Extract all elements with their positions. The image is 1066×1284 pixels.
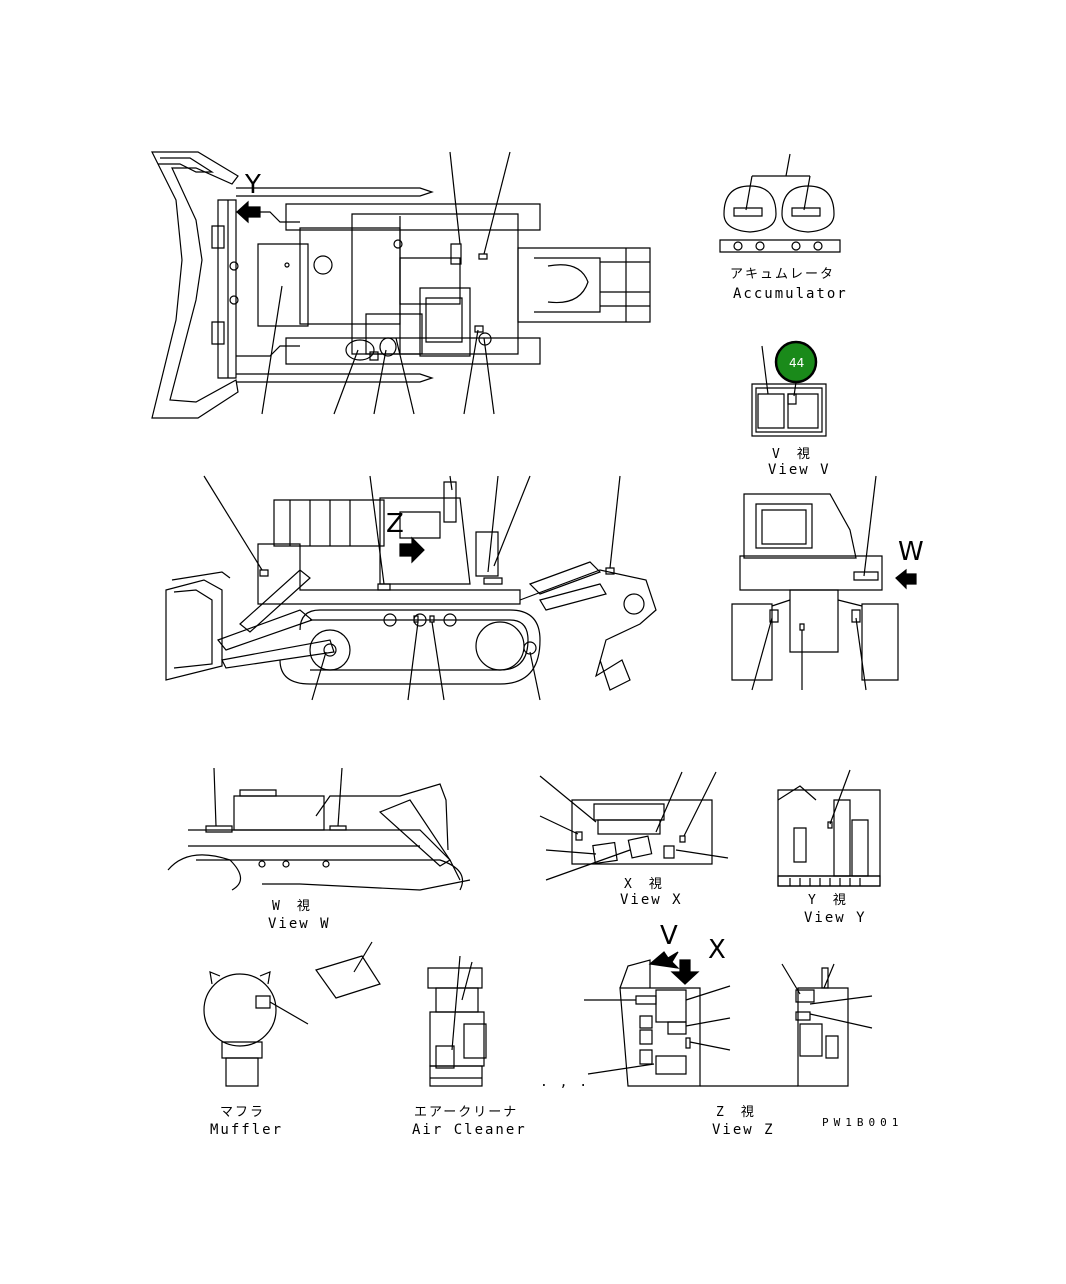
air-cleaner-drawing bbox=[428, 956, 486, 1086]
muffler-label-jp: マフラ bbox=[220, 1105, 265, 1120]
accumulator-label-en: Accumulator bbox=[733, 286, 848, 302]
view-v-label-en: View V bbox=[768, 462, 831, 478]
view-y-label-en: View Y bbox=[804, 910, 867, 926]
view-letter-x: X bbox=[708, 935, 726, 965]
view-y-label-jp: Y 視 bbox=[808, 893, 848, 908]
muffler-drawing bbox=[204, 942, 380, 1086]
air-cleaner-label-jp: エアークリーナ bbox=[414, 1105, 518, 1120]
accumulator-label-jp: アキュムレータ bbox=[730, 267, 835, 282]
view-x-label-jp: X 視 bbox=[624, 877, 664, 892]
rear-view-machine: W bbox=[732, 476, 924, 690]
air-cleaner-label-en: Air Cleaner bbox=[412, 1122, 527, 1138]
view-z-drawing: V X bbox=[584, 921, 872, 1086]
view-y-drawing bbox=[778, 770, 880, 886]
view-w-drawing bbox=[168, 768, 470, 890]
view-letter-v: V bbox=[660, 921, 678, 951]
view-x-label-en: View X bbox=[620, 892, 683, 908]
view-z-label-jp: Z 視 bbox=[716, 1105, 756, 1120]
side-view-machine: Z bbox=[166, 476, 656, 700]
view-x-drawing bbox=[540, 772, 728, 880]
view-w-label-jp: W 視 bbox=[272, 899, 312, 914]
view-letter-y: Y bbox=[244, 170, 261, 200]
drawing-code: PW1B001 bbox=[822, 1116, 903, 1129]
muffler-label-en: Muffler bbox=[210, 1122, 283, 1138]
dots-mark: . , . bbox=[540, 1075, 589, 1090]
view-v-label-jp: V 視 bbox=[772, 447, 812, 462]
view-v-drawing bbox=[752, 342, 826, 436]
top-view-machine: Y bbox=[152, 152, 650, 418]
view-z-label-en: View Z bbox=[712, 1122, 775, 1138]
view-letter-w: W bbox=[898, 537, 924, 567]
view-letter-z: Z bbox=[386, 509, 404, 539]
accumulator-drawing bbox=[720, 154, 840, 252]
badge-number: 44 bbox=[789, 356, 804, 370]
view-w-label-en: View W bbox=[268, 916, 331, 932]
